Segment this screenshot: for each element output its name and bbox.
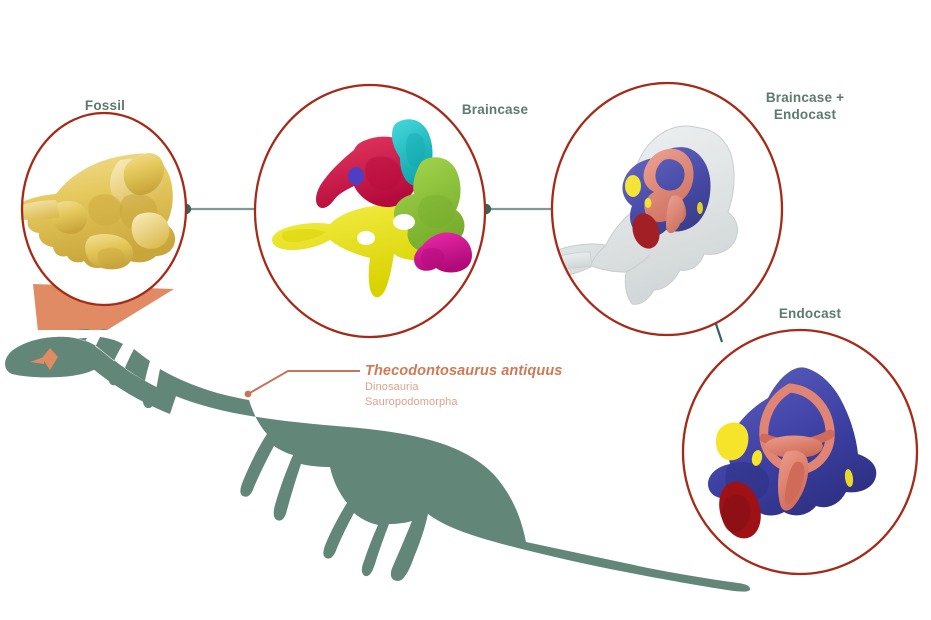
panel-fossil[interactable] bbox=[9, 111, 188, 307]
panel-circle-braincase-endocast bbox=[550, 81, 784, 337]
nerve-yellow-large bbox=[716, 422, 749, 461]
fossil-specimen bbox=[22, 153, 176, 270]
skull-marker bbox=[42, 348, 58, 370]
semicircular-canals bbox=[759, 383, 835, 511]
taxon-annotation: Thecodontosaurus antiquus Dinosauria Sau… bbox=[365, 363, 665, 410]
panel-braincase-endocast[interactable] bbox=[540, 81, 784, 337]
panel-circle-fossil bbox=[20, 111, 188, 307]
panel-endocast[interactable] bbox=[681, 328, 919, 576]
panel-circle-braincase bbox=[253, 83, 487, 339]
panel-label-braincase: Braincase bbox=[461, 102, 529, 117]
taxon-clade-sauropodomorpha: Sauropodomorpha bbox=[365, 395, 458, 408]
panel-label-braincase-endocast: Braincase + Endocast bbox=[765, 90, 845, 122]
endocast-inside-braincase bbox=[622, 147, 711, 249]
panel-circle-endocast bbox=[681, 328, 919, 576]
taxon-species-name: Thecodontosaurus antiquus bbox=[365, 363, 563, 379]
skull-marker-snout bbox=[30, 357, 44, 364]
braincase-segmented bbox=[272, 119, 472, 298]
taxon-leader-line bbox=[244, 370, 360, 398]
taxon-clade-dinosauria: Dinosauria bbox=[365, 380, 419, 393]
nerve-yellow-right bbox=[697, 202, 703, 214]
panel-label-fossil: Fossil bbox=[84, 98, 126, 113]
nerve-yellow-small bbox=[644, 198, 652, 208]
panel-braincase[interactable] bbox=[253, 83, 487, 339]
nerve-yellow-small bbox=[751, 450, 763, 466]
endocast-model bbox=[708, 367, 877, 539]
nerve-yellow-large bbox=[625, 175, 641, 197]
dinosaur bbox=[0, 330, 760, 592]
panel-label-endocast: Endocast bbox=[778, 306, 842, 321]
pituitary-darkred bbox=[632, 213, 660, 249]
nerve-yellow-right bbox=[844, 469, 854, 487]
braincase-blue-spot bbox=[348, 167, 364, 185]
